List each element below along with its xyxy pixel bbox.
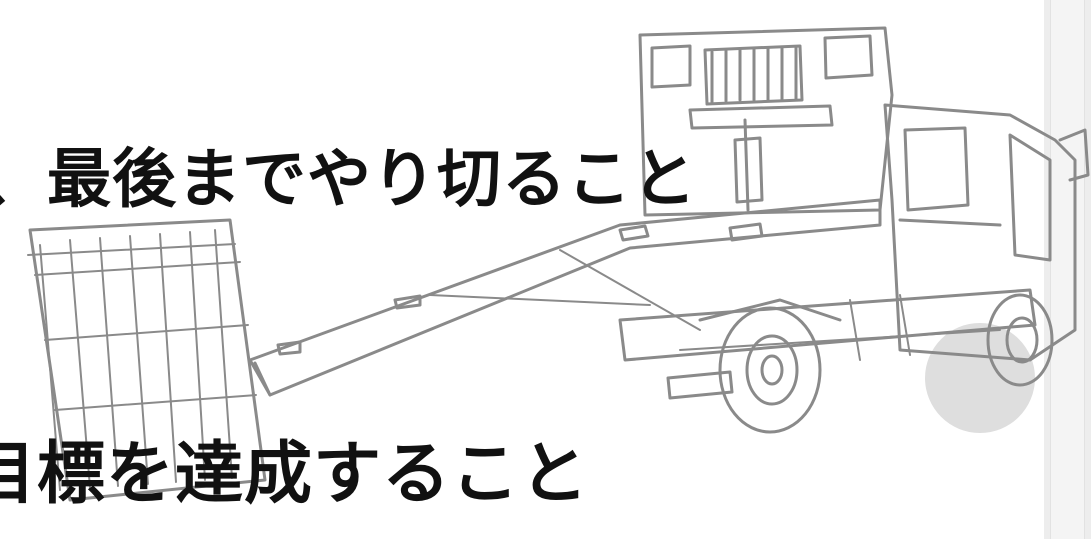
right-edge-strip-inner (1050, 0, 1085, 539)
decorative-circle (925, 323, 1035, 433)
slide-text-line-2: 目標を達成すること (0, 434, 590, 514)
slide-text-line-1: 、最後までやり切ること (0, 142, 697, 217)
right-edge-strip (1044, 0, 1091, 539)
